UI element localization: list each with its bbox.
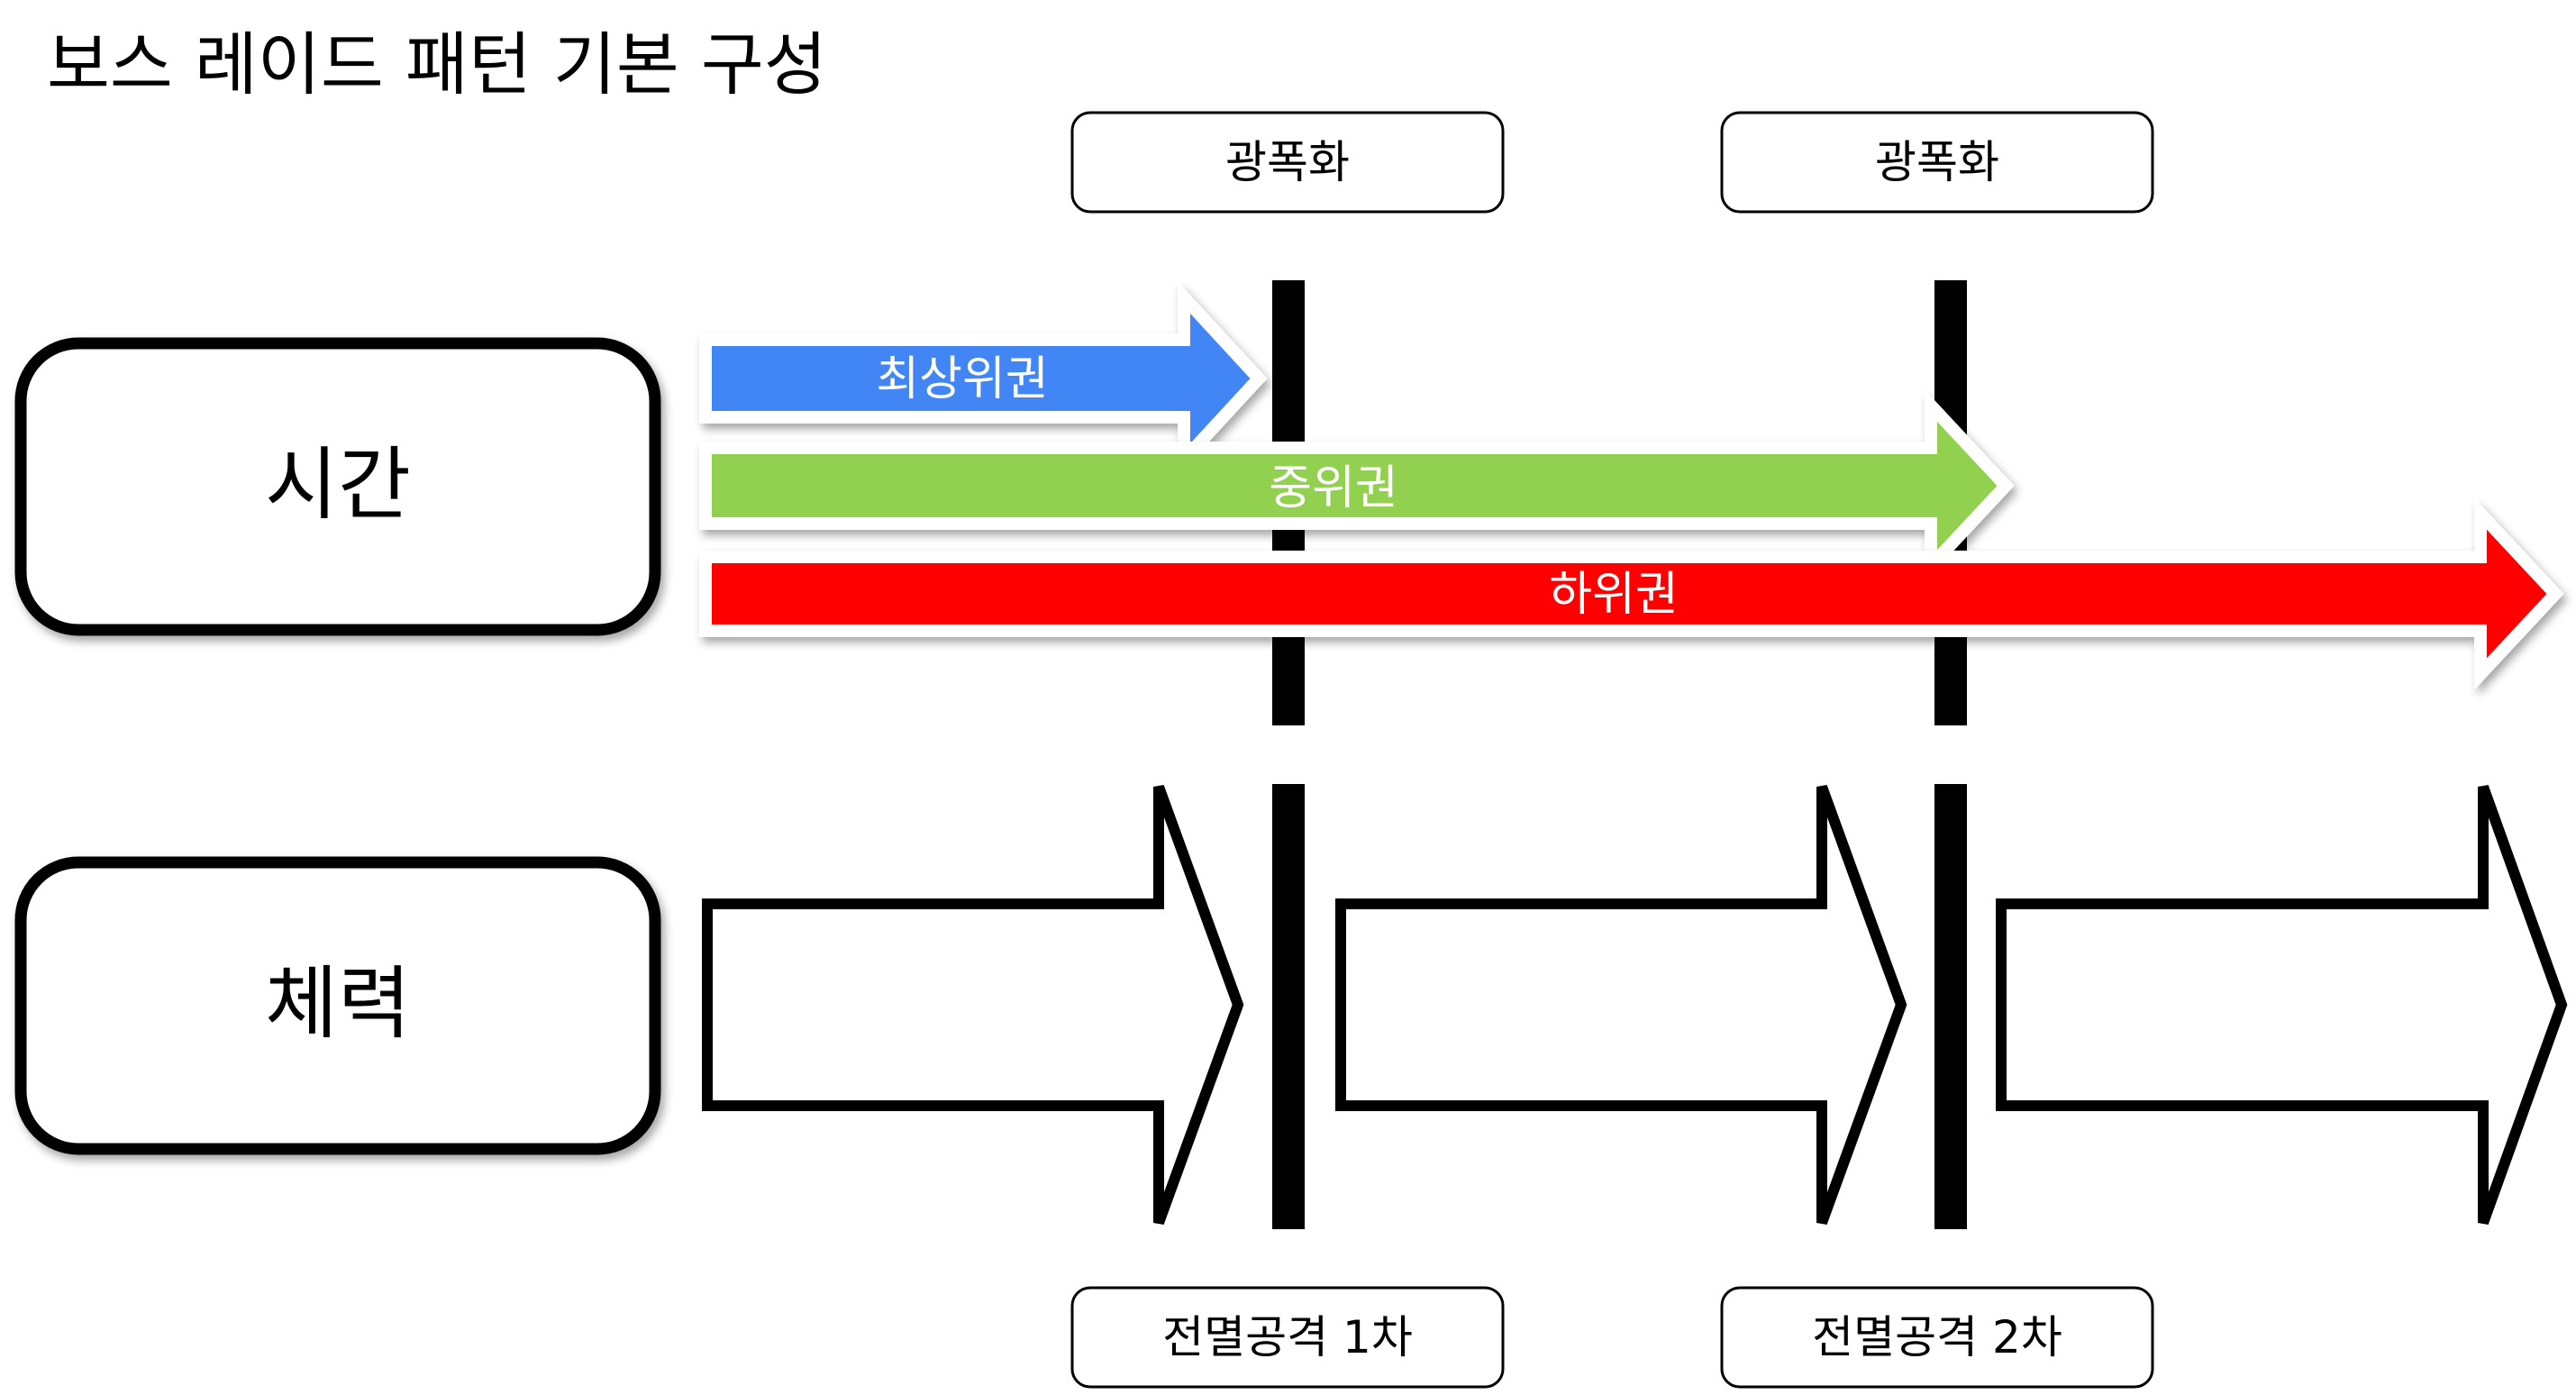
time-arrow-middle: 중위권 [699, 389, 2015, 582]
bottom-label-box-1: 전멸공격 1차 [1070, 1286, 1505, 1389]
row-label-health: 체력 [14, 856, 661, 1155]
row-label-time: 시간 [14, 337, 661, 636]
bottom-label-1: 전멸공격 1차 [1162, 1311, 1413, 1363]
health-arrow-3 [1996, 784, 2568, 1226]
bottom-label-2: 전멸공격 2차 [1812, 1311, 2062, 1363]
time-arrow-bottom: 하위권 [699, 497, 2564, 690]
phase-divider-2-lower [1934, 784, 1967, 1229]
bottom-label-box-2: 전멸공격 2차 [1720, 1286, 2154, 1389]
time-arrow-bottom-label: 하위권 [1549, 568, 1679, 622]
time-arrow-top: 최상위권 [699, 281, 1268, 476]
time-arrow-top-label: 최상위권 [876, 352, 1048, 406]
time-arrow-middle-shape [699, 389, 2015, 582]
top-label-1: 광폭화 [1225, 136, 1350, 188]
row-label-health-text: 체력 [265, 957, 411, 1050]
top-label-box-2: 광폭화 [1720, 111, 2154, 214]
time-arrow-bottom-shape [699, 497, 2564, 690]
phase-divider-1-lower [1272, 784, 1305, 1229]
health-arrow-2 [1335, 784, 1907, 1226]
top-label-2: 광폭화 [1875, 136, 1999, 188]
time-arrow-top-shape [699, 281, 1268, 476]
health-arrow-1 [702, 784, 1244, 1226]
page-title: 보스 레이드 패턴 기본 구성 [47, 24, 827, 105]
row-label-time-text: 시간 [265, 438, 411, 531]
time-arrow-middle-label: 중위권 [1269, 461, 1398, 515]
top-label-box-1: 광폭화 [1070, 111, 1505, 214]
